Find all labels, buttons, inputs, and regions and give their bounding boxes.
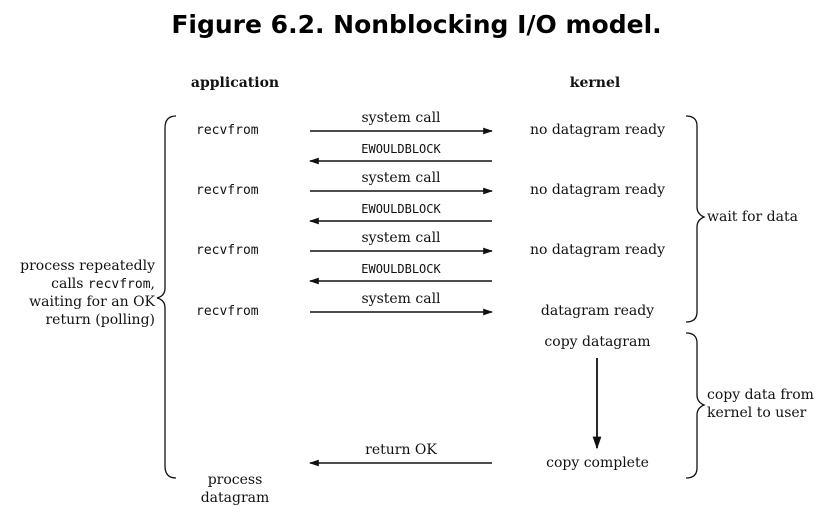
recvfrom-call: recvfrom: [196, 123, 259, 138]
left-note-line3: waiting for an OK: [29, 294, 155, 310]
recvfrom-call: recvfrom: [196, 304, 259, 319]
copy-brace: [685, 332, 706, 479]
left-brace: [156, 115, 177, 479]
wait-brace: [685, 115, 706, 323]
kernel-state: no datagram ready: [529, 242, 666, 258]
ewouldblock-label: EWOULDBLOCK: [361, 142, 441, 156]
return-ok-label: return OK: [365, 442, 437, 458]
kernel-state: datagram ready: [540, 303, 655, 319]
left-note-recvfrom: recvfrom: [87, 277, 151, 292]
kernel-header: kernel: [569, 75, 621, 91]
copy-data-line2: kernel to user: [707, 405, 807, 421]
copy-complete-label: copy complete: [546, 455, 649, 471]
copy-data-line1: copy data from: [707, 387, 814, 403]
application-header: application: [190, 75, 280, 91]
left-note-line1: process repeatedly: [20, 258, 155, 274]
left-note-line2-text: calls: [51, 276, 88, 292]
system-call-label: system call: [361, 110, 441, 126]
process-datagram-line2: datagram: [200, 490, 270, 506]
system-call-label: system call: [361, 230, 441, 246]
recvfrom-call: recvfrom: [196, 243, 259, 258]
kernel-state: no datagram ready: [529, 182, 666, 198]
left-note-line4: return (polling): [45, 312, 155, 328]
kernel-state: no datagram ready: [529, 122, 666, 138]
system-call-label: system call: [361, 170, 441, 186]
recvfrom-call: recvfrom: [196, 183, 259, 198]
copy-datagram-label: copy datagram: [544, 334, 651, 350]
ewouldblock-label: EWOULDBLOCK: [361, 202, 441, 216]
process-datagram-line1: process: [207, 472, 263, 488]
system-call-label: system call: [361, 291, 441, 307]
ewouldblock-label: EWOULDBLOCK: [361, 262, 441, 276]
left-note-line2: calls recvfrom,: [0, 276, 155, 292]
wait-for-data-label: wait for data: [707, 209, 798, 225]
figure-title: Figure 6.2. Nonblocking I/O model.: [171, 10, 662, 39]
left-note-line2-comma: ,: [150, 276, 155, 292]
